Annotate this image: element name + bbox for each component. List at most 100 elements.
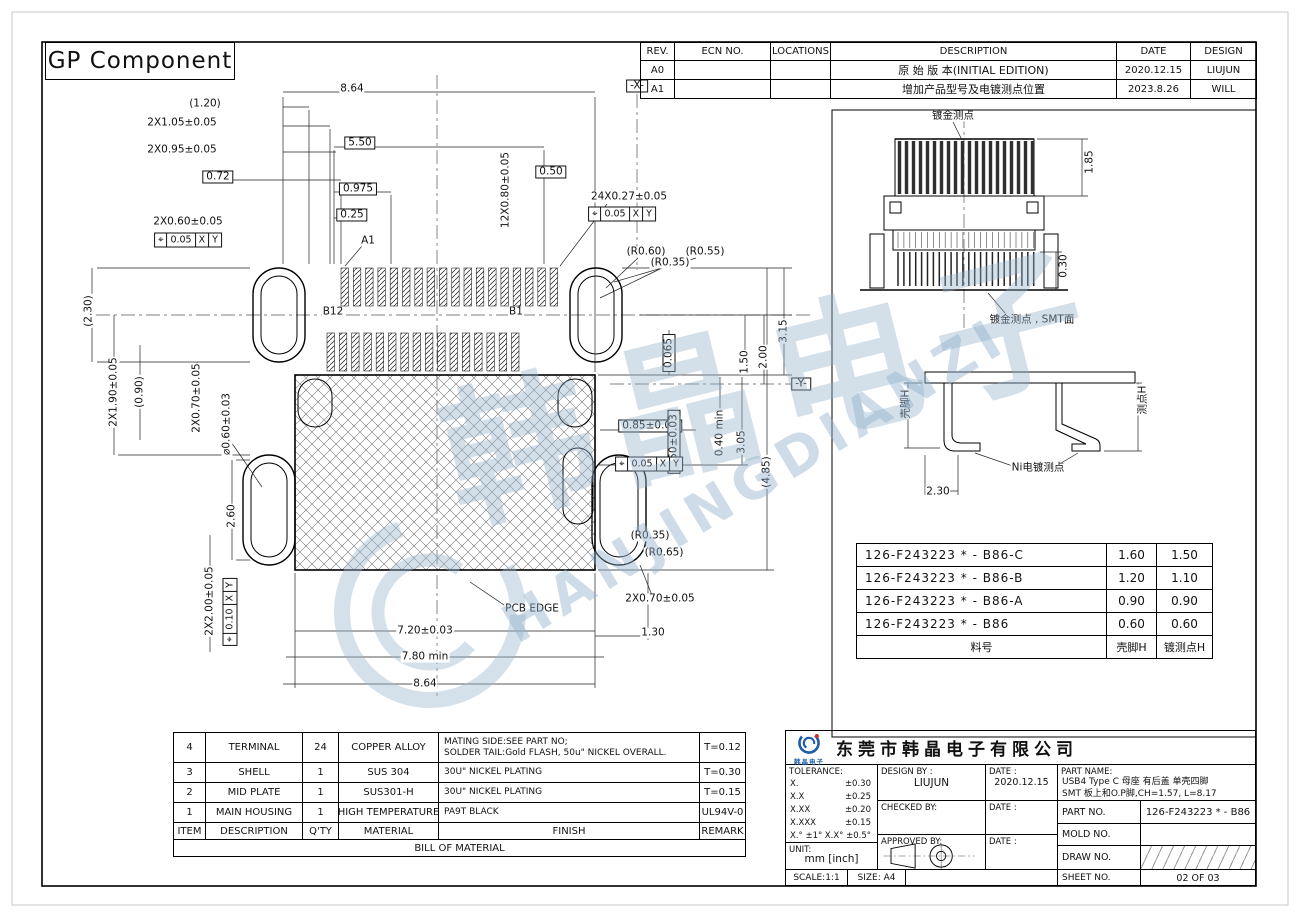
right-panel-box [831, 109, 1257, 738]
revision-rev-cell: A0 [641, 61, 675, 80]
mold-no-label-cell: MOLD NO. [1058, 824, 1141, 846]
bom-material-cell: COPPER ALLOY [339, 733, 439, 763]
terminal-pads-row-a [340, 267, 558, 307]
bom-finish-cell: PA9T BLACK [439, 803, 700, 823]
revision-design-cell: WILL [1191, 80, 1257, 99]
approved-by-cell: APPROVED BY: [878, 835, 986, 869]
shell-height-cell: 1.60 [1107, 544, 1157, 567]
bom-item-cell: 3 [174, 763, 206, 783]
bom-item-cell: 1 [174, 803, 206, 823]
date-label: DATE : [989, 837, 1017, 847]
part-table-header-cell: 壳脚H [1107, 636, 1157, 659]
sheet-title-box: GP Component [45, 42, 235, 80]
bom-item-cell: 4 [174, 733, 206, 763]
bom-header-cell: Q'TY [303, 823, 339, 840]
tolerance-line: X.° ±1°X.X° ±0.5° [786, 830, 877, 843]
logo-swirl-icon [798, 731, 820, 754]
design-date-cell: DATE : 2020.12.15 [986, 765, 1058, 801]
plating-point-cell: 0.90 [1157, 590, 1213, 613]
sheet-no-value-cell: 02 OF 03 [1141, 870, 1255, 886]
bom-material-cell: SUS 304 [339, 763, 439, 783]
part-no-cell: 126-F243223 * - B86-C [857, 544, 1107, 567]
sheet-outer-edge [11, 11, 1289, 906]
revision-design-cell: LIUJUN [1191, 61, 1257, 80]
mold-no-label: MOLD NO. [1062, 829, 1111, 840]
bom-finish-cell: MATING SIDE:SEE PART NO; SOLDER TAIL:Gol… [439, 733, 700, 763]
tolerance-line: X.XX±0.20 [786, 804, 877, 817]
revision-header-cell: ECN NO. [675, 43, 771, 61]
revision-description-cell: 增加产品型号及电镀测点位置 [831, 80, 1117, 99]
bom-header-cell: MATERIAL [339, 823, 439, 840]
tolerance-value: X.X° ±0.5° [824, 831, 871, 841]
shell-height-cell: 0.60 [1107, 613, 1157, 636]
tolerance-key: X.XXX [790, 818, 816, 828]
bom-item-cell: 2 [174, 783, 206, 803]
bom-footer-cell: BILL OF MATERIAL [174, 840, 746, 857]
revision-ecn-cell [675, 80, 771, 99]
plating-point-cell: 0.60 [1157, 613, 1213, 636]
design-date-value: 2020.12.15 [994, 777, 1049, 788]
shell-height-cell: 0.90 [1107, 590, 1157, 613]
projection-symbol-icon [883, 843, 975, 869]
revision-header-cell: DESCRIPTION [831, 43, 1117, 61]
tolerance-line: X.X±0.25 [786, 791, 877, 804]
page-title: GP Component [47, 48, 233, 74]
plating-point-cell: 1.50 [1157, 544, 1213, 567]
company-logo: 韩晶电子 [794, 730, 824, 766]
date-label: DATE : [989, 767, 1017, 777]
checked-by-label: CHECKED BY: [881, 803, 938, 813]
unit-cell: UNIT: mm [inch] [786, 843, 878, 869]
approved-by-label: APPROVED BY: [881, 837, 943, 847]
part-no-cell: 126-F243223 * - B86-A [857, 590, 1107, 613]
date-label: DATE : [989, 803, 1017, 813]
mold-no-value-cell [1141, 824, 1255, 846]
revision-date-cell: 2020.12.15 [1117, 61, 1191, 80]
bom-remark-cell: UL94V-0 [700, 803, 746, 823]
part-no-label-cell: PART NO. [1058, 801, 1141, 824]
side-view [904, 371, 1142, 495]
tolerance-key: X.XX [790, 805, 811, 815]
revision-date-cell: 2023.8.26 [1117, 80, 1191, 99]
size-label: SIZE: A4 [857, 873, 896, 883]
part-name-line2: SMT 板上和O.P脚,CH=1.57, L=8.17 [1062, 789, 1217, 799]
revision-header-cell: REV. [641, 43, 675, 61]
bom-material-cell: HIGH TEMPERATURE [339, 803, 439, 823]
part-table-header-cell: 料号 [857, 636, 1107, 659]
connector-body [294, 374, 596, 571]
revision-locations-cell [771, 80, 831, 99]
bom-header-cell: FINISH [439, 823, 700, 840]
part-no-label: PART NO. [1062, 806, 1106, 818]
pins-group [897, 252, 1035, 286]
terminal-pads-row-b [326, 332, 520, 372]
size-cell: SIZE: A4 [848, 870, 906, 886]
bottom-strip: SCALE:1:1 SIZE: A4 SHEET NO. 02 OF 03 [786, 869, 1255, 886]
draw-no-label-cell: DRAW NO. [1058, 846, 1141, 869]
sheet-no-value: 02 OF 03 [1176, 872, 1220, 884]
tolerance-key: X. [790, 779, 799, 789]
logo-text: 韩晶电子 [794, 757, 824, 766]
revision-ecn-cell [675, 61, 771, 80]
bom-description-cell: MID PLATE [206, 783, 303, 803]
shell-height-cell: 1.20 [1107, 567, 1157, 590]
draw-no-value-cell [1141, 846, 1255, 869]
tolerance-value: ±0.25 [844, 792, 871, 802]
sheet-no-label-cell: SHEET NO. [1058, 870, 1141, 886]
company-name: 东莞市韩晶电子有限公司 [836, 740, 1078, 760]
part-name-label: PART NAME: [1061, 767, 1113, 777]
blank-cell [906, 870, 1058, 886]
tolerance-title: TOLERANCE: [789, 767, 843, 777]
fins-group [897, 141, 1035, 194]
part-table-header-cell: 镀测点H [1157, 636, 1213, 659]
pin-lines-group [897, 232, 1034, 248]
bom-qty-cell: 1 [303, 803, 339, 823]
revision-header-cell: LOCATIONS [771, 43, 831, 61]
bom-qty-cell: 1 [303, 783, 339, 803]
bom-remark-cell: T=0.30 [700, 763, 746, 783]
checked-date-cell: DATE : [986, 801, 1058, 835]
sheet-no-label: SHEET NO. [1062, 873, 1111, 883]
